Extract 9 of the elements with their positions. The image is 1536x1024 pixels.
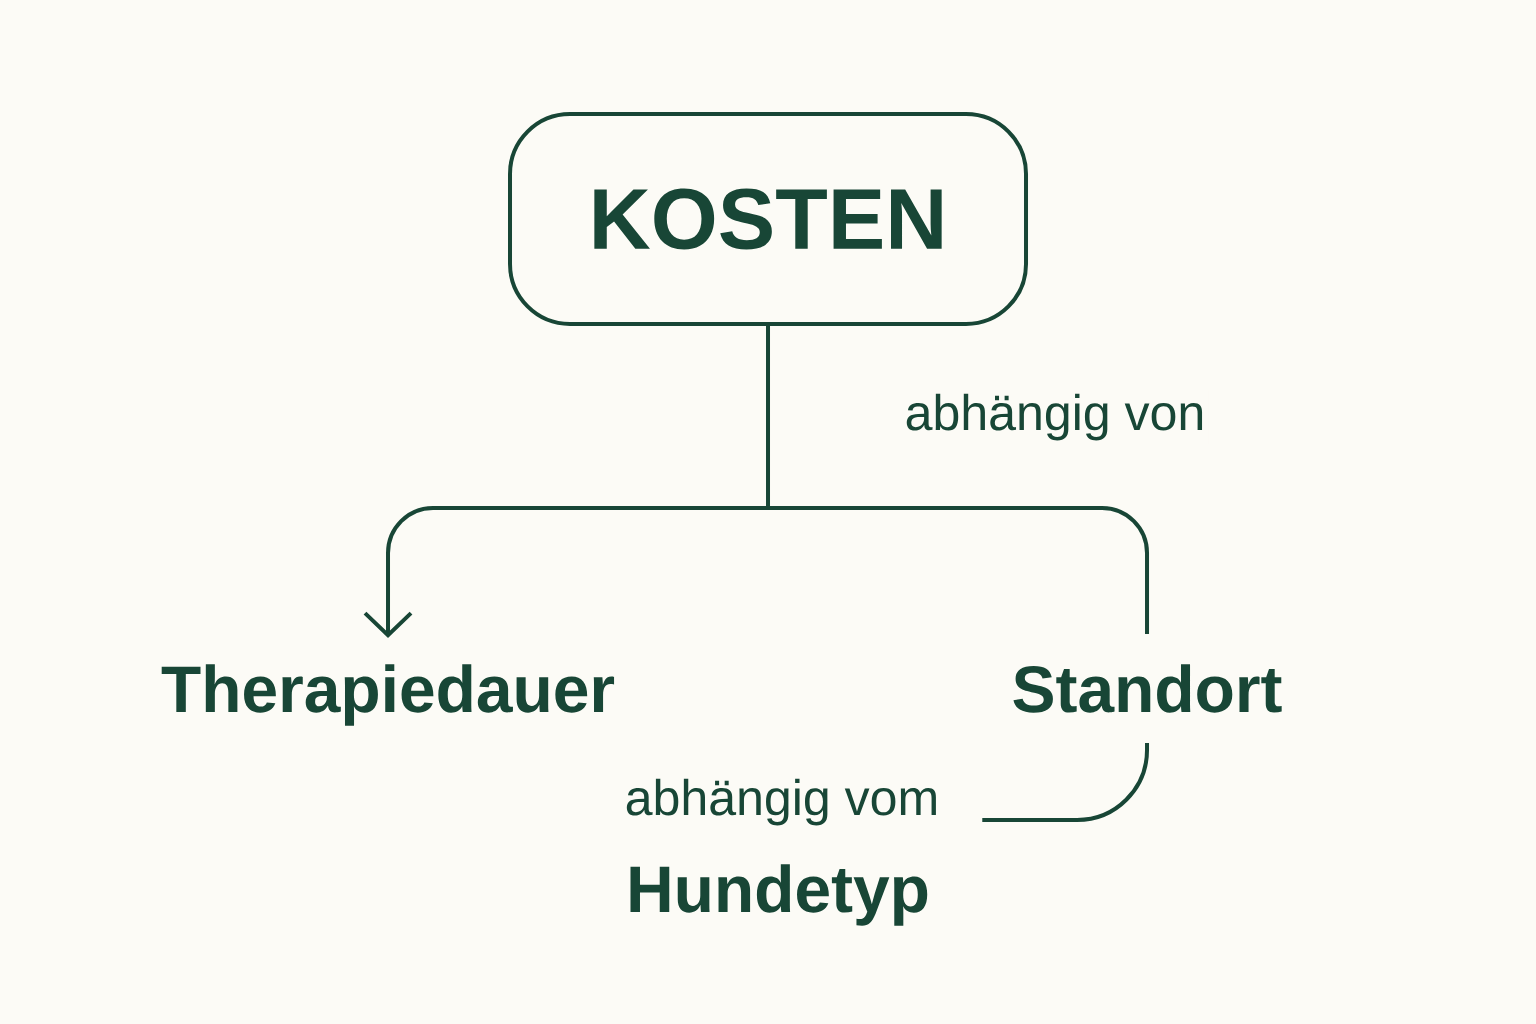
node-text: Therapiedauer: [161, 664, 615, 726]
rounded-box: KOSTEN: [508, 112, 1028, 326]
edge-label: abhängig vom: [621, 775, 943, 829]
node-text: Standort: [1013, 664, 1282, 713]
arrow: [363, 506, 768, 638]
connector-line: [768, 506, 1149, 634]
edge-label: abhängig von: [901, 390, 1209, 444]
connector-line: [982, 743, 1149, 822]
node-text: Hundetyp: [630, 864, 928, 926]
